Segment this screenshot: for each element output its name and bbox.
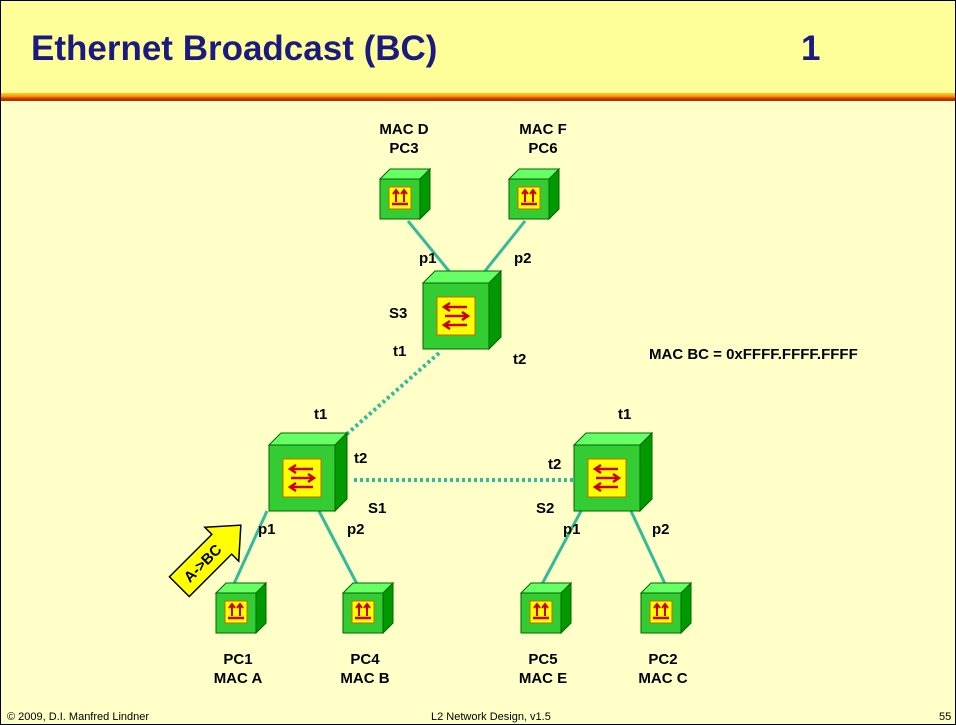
pc3-mac-label: MAC D — [379, 121, 428, 138]
s3-name-label: S3 — [389, 305, 407, 322]
s3-port-p1-label: p1 — [419, 250, 437, 267]
trunk-s3-s1 — [337, 351, 441, 443]
footer-copyright: © 2009, D.I. Manfred Lindner — [7, 711, 150, 723]
s2-port-t2-label: t2 — [548, 456, 561, 473]
s2-port-t1-label: t1 — [618, 406, 631, 423]
s1-port-p1-label: p1 — [258, 521, 276, 538]
pc4-mac-label: MAC B — [340, 670, 389, 687]
switch-s1-icon — [267, 431, 349, 513]
link-s1-pc4 — [317, 510, 360, 587]
pc4-icon — [341, 581, 395, 635]
footer-page-number: 55 — [939, 711, 952, 723]
pc5-mac-label: MAC E — [519, 670, 567, 687]
pc3-name-label: PC3 — [389, 140, 418, 157]
link-s2-pc5 — [539, 510, 583, 587]
pc6-icon — [507, 167, 561, 221]
s1-port-t2-label: t2 — [354, 450, 367, 467]
s3-port-t2-label: t2 — [513, 351, 526, 368]
switch-s3-icon — [421, 269, 503, 351]
link-pc3-s3 — [406, 220, 455, 277]
link-s1-pc1 — [231, 510, 269, 587]
pc2-mac-label: MAC C — [638, 670, 687, 687]
link-s2-pc2 — [629, 510, 668, 587]
s2-port-p2-label: p2 — [652, 521, 670, 538]
s2-port-p1-label: p1 — [563, 521, 581, 538]
slide-number: 1 — [801, 29, 821, 68]
s3-port-p2-label: p2 — [514, 250, 532, 267]
s1-port-p2-label: p2 — [347, 521, 365, 538]
pc6-name-label: PC6 — [528, 140, 557, 157]
pc5-icon — [519, 581, 573, 635]
s3-port-t1-label: t1 — [393, 343, 406, 360]
pc1-icon — [214, 581, 268, 635]
title-divider — [1, 93, 955, 101]
pc2-name-label: PC2 — [648, 651, 677, 668]
s2-name-label: S2 — [536, 500, 554, 517]
pc6-mac-label: MAC F — [519, 121, 567, 138]
title-bar: Ethernet Broadcast (BC) 1 — [1, 1, 955, 93]
pc3-icon — [378, 167, 432, 221]
switch-s2-icon — [572, 431, 654, 513]
link-pc6-s3 — [479, 220, 527, 277]
pc4-name-label: PC4 — [350, 651, 380, 668]
pc1-mac-label: MAC A — [214, 670, 263, 687]
slide-title: Ethernet Broadcast (BC) — [31, 29, 438, 68]
footer-course: L2 Network Design, v1.5 — [431, 711, 551, 723]
s1-name-label: S1 — [368, 500, 386, 517]
s1-port-t1-label: t1 — [314, 406, 327, 423]
pc2-icon — [639, 581, 693, 635]
pc5-name-label: PC5 — [528, 651, 557, 668]
broadcast-mac-note: MAC BC = 0xFFFF.FFFF.FFFF — [649, 346, 858, 363]
pc1-name-label: PC1 — [223, 651, 252, 668]
